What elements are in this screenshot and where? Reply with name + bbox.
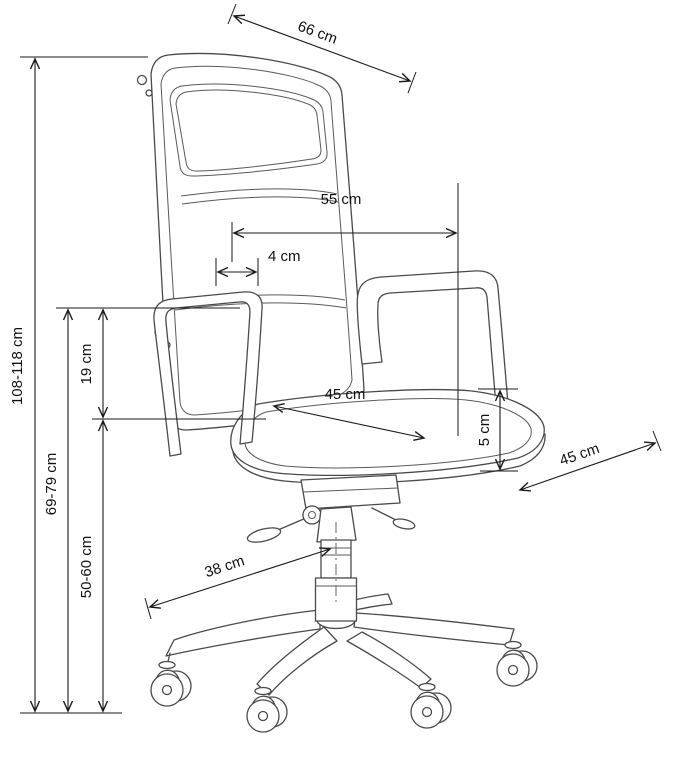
dim-label-armrest-height: 69-79 cm: [43, 453, 60, 516]
casters: [150, 640, 538, 733]
base-legs: [165, 593, 515, 696]
seat: [230, 389, 546, 484]
dimension-seat-height: 50-60 cm: [78, 419, 109, 713]
backrest: [136, 52, 365, 431]
dimension-seat-width: 45 cm: [272, 386, 426, 441]
tilt-mechanism: [246, 474, 416, 543]
tilt-lever: [392, 518, 416, 530]
adjustment-lever: [246, 527, 282, 543]
dimension-backrest-offset: 4 cm: [215, 248, 301, 286]
dim-label-seat-width: 45 cm: [325, 386, 366, 403]
dimension-armrest-height: 69-79 cm: [43, 307, 240, 713]
backrest-bolt-icon: [145, 89, 153, 97]
tension-knob: [302, 505, 322, 525]
dim-label-backrest-offset: 4 cm: [268, 248, 301, 265]
dimension-armrest-above-seat: 19 cm: [78, 308, 266, 420]
dim-label-backrest-width: 55 cm: [321, 191, 362, 208]
dim-label-base-width: 38 cm: [203, 552, 247, 581]
dim-label-seat-height: 50-60 cm: [78, 536, 95, 599]
backrest-bolt-icon: [136, 74, 148, 86]
caster-wheel: [246, 686, 288, 733]
dimension-cushion-thickness: 5 cm: [476, 388, 518, 472]
dimension-base-width: 38 cm: [144, 547, 332, 620]
dim-label-seat-depth: 45 cm: [557, 440, 601, 469]
caster-wheel: [410, 682, 452, 729]
gas-lift: [314, 506, 358, 622]
dim-label-armrest-above-seat: 19 cm: [78, 344, 95, 385]
caster-wheel: [496, 640, 538, 687]
caster-wheel: [150, 652, 192, 707]
dimension-backrest-width: 55 cm: [231, 183, 459, 436]
dimension-overall-height: 108-118 cm: [9, 56, 148, 714]
dim-label-overall-width: 66 cm: [295, 18, 339, 48]
dim-label-overall-height: 108-118 cm: [9, 327, 26, 405]
dim-label-cushion-thickness: 5 cm: [476, 414, 493, 447]
